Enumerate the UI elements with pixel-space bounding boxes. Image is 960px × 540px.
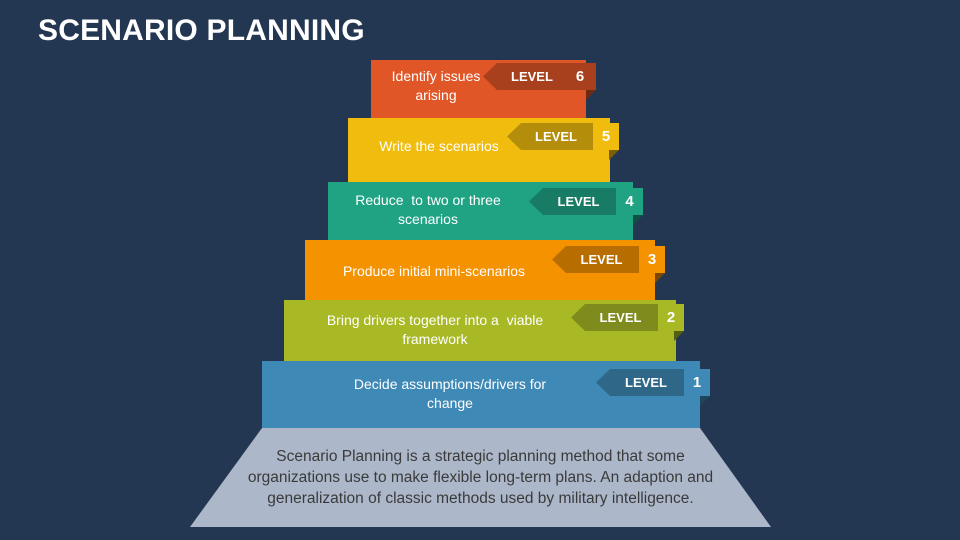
level-5-text: Write the scenarios xyxy=(348,118,530,174)
base-text-line2: organizations use to make flexible long-… xyxy=(247,469,714,486)
level-4-tag-fold xyxy=(633,215,643,225)
level-2-tag-fold xyxy=(674,331,684,341)
level-5-tag-fold xyxy=(609,150,619,160)
level-6-tag-fold xyxy=(586,90,596,100)
level-5-number: 5 xyxy=(593,123,619,150)
level-2-text: Bring drivers together into a viable fra… xyxy=(284,300,586,360)
level-2-text-line2: framework xyxy=(402,331,468,347)
level-3-number: 3 xyxy=(639,246,665,273)
level-1-tag-fold xyxy=(700,396,710,406)
level-4-text: Reduce to two or three scenarios xyxy=(328,182,528,238)
level-6-text-line1: Identify issues xyxy=(391,68,481,84)
level-5-text-line1: Write the scenarios xyxy=(379,137,499,154)
level-4-text-line1: Reduce to two or three xyxy=(355,192,501,208)
level-1-number: 1 xyxy=(684,369,710,396)
level-2-number: 2 xyxy=(658,304,684,331)
level-6-text: Identify issues arising xyxy=(371,60,501,112)
level-2-text-line1: Bring drivers together into a viable xyxy=(326,312,544,328)
level-6-tag-arrow: LEVEL xyxy=(483,63,596,90)
level-3-tag-fold xyxy=(655,273,665,283)
level-1-text-line1: Decide assumptions/drivers for xyxy=(353,376,547,392)
level-1-tag-arrow: LEVEL xyxy=(596,369,684,396)
level-5-tag: LEVEL 5 xyxy=(507,123,619,160)
level-1-tag: LEVEL 1 xyxy=(596,369,710,406)
level-3-tag-arrow: LEVEL xyxy=(552,246,639,273)
base-text-line3: generalization of classic methods used b… xyxy=(267,490,694,507)
level-5-tag-arrow: LEVEL xyxy=(507,123,593,150)
base-description: Scenario Planning is a strategic plannin… xyxy=(190,446,771,509)
level-1-text-line2: change xyxy=(427,395,473,411)
level-4-text-line2: scenarios xyxy=(398,211,458,227)
pyramid-level-2: Bring drivers together into a viable fra… xyxy=(284,300,676,361)
level-6-number: 6 xyxy=(575,68,585,85)
pyramid-base xyxy=(190,428,771,527)
level-3-tag: LEVEL 3 xyxy=(552,246,665,283)
level-1-text: Decide assumptions/drivers for change xyxy=(262,363,638,425)
slide-title: SCENARIO PLANNING xyxy=(38,14,365,47)
level-3-text: Produce initial mini-scenarios xyxy=(305,250,563,292)
level-4-number: 4 xyxy=(616,188,643,215)
level-3-text-line1: Produce initial mini-scenarios xyxy=(342,262,526,279)
level-2-tag: LEVEL 2 xyxy=(571,304,684,341)
level-4-tag: LEVEL 4 xyxy=(529,188,643,225)
base-text-line1: Scenario Planning is a strategic plannin… xyxy=(276,448,685,465)
level-2-tag-arrow: LEVEL xyxy=(571,304,658,331)
level-4-tag-arrow: LEVEL xyxy=(529,188,616,215)
level-6-text-line2: arising xyxy=(415,87,457,103)
level-6-tag: LEVEL 6 xyxy=(483,63,596,100)
